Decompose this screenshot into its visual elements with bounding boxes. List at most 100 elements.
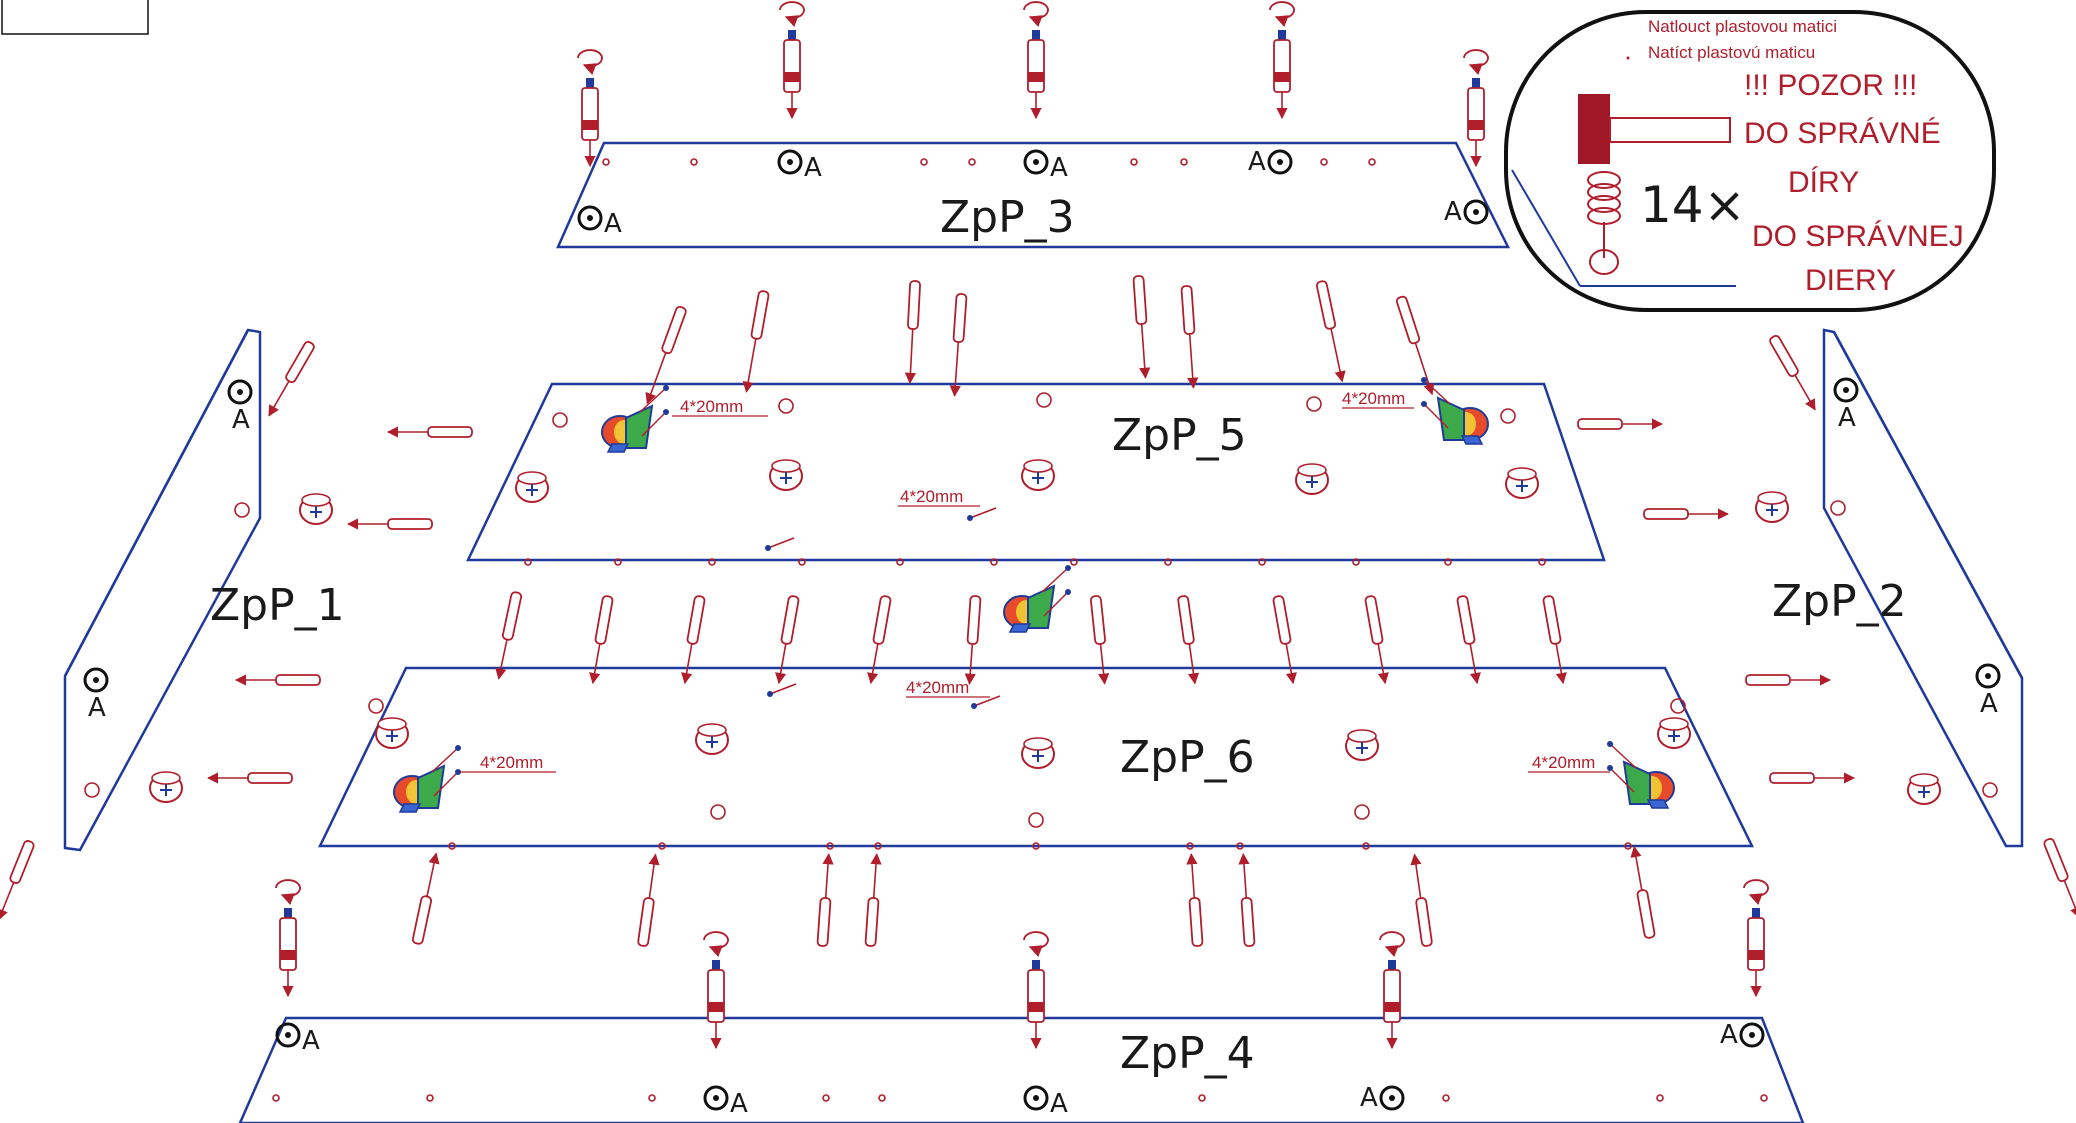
cam-bolt	[779, 1, 805, 120]
panel-label-zpp3: ZpP_3	[940, 192, 1075, 243]
panel-layer	[63, 141, 2024, 1123]
corner-bracket-icon	[1003, 565, 1071, 633]
drill-hole	[1444, 558, 1452, 566]
panel-zpp2-edge	[1832, 331, 2024, 679]
drill-hole	[968, 158, 976, 166]
hammer-icon	[1578, 94, 1731, 164]
drill-hole	[552, 412, 568, 428]
hole-a-label: A	[1050, 1089, 1068, 1119]
corner-bracket-icon	[1607, 741, 1675, 809]
hole-a-marker: A	[777, 149, 822, 183]
drill-hole	[1028, 812, 1044, 828]
wooden-dowel	[268, 341, 315, 417]
drill-hole	[710, 804, 726, 820]
wooden-dowel	[1238, 853, 1256, 947]
hole-a-label: A	[88, 693, 106, 723]
drill-hole	[1362, 842, 1370, 850]
drill-hole	[826, 842, 834, 850]
drill-hole	[1186, 842, 1194, 850]
wooden-dowel	[1132, 275, 1151, 379]
hole-a-marker: A	[227, 379, 253, 435]
drill-hole	[1036, 392, 1052, 408]
hole-a-label: A	[302, 1026, 320, 1056]
wooden-dowel	[346, 518, 433, 530]
wooden-dowel	[1769, 335, 1816, 411]
hole-a-marker: A	[1720, 1020, 1765, 1050]
wooden-dowel	[775, 595, 800, 685]
cam-lock	[515, 471, 549, 503]
screw-head	[967, 515, 973, 521]
hole-a-marker: A	[83, 667, 109, 723]
screw	[767, 537, 795, 549]
wooden-dowel	[1315, 280, 1346, 383]
cam-lock	[1021, 737, 1055, 769]
drill-hole	[658, 842, 666, 850]
drill-hole	[234, 502, 250, 518]
drill-hole	[1306, 396, 1322, 412]
drill-hole	[1830, 500, 1846, 516]
wooden-dowel	[1180, 285, 1199, 389]
dimension-callouts	[460, 407, 1610, 773]
screw-head	[971, 703, 977, 709]
wooden-dowel	[1272, 595, 1297, 685]
drill-hole	[1656, 1094, 1664, 1102]
cam-lock	[1345, 729, 1379, 761]
hole-a-label: A	[1980, 689, 1998, 719]
drill-hole	[426, 1094, 434, 1102]
wooden-dowel	[1395, 295, 1435, 396]
cam-lock	[1907, 773, 1941, 805]
drill-hole	[1352, 558, 1360, 566]
cam-bolt	[275, 879, 301, 998]
panel-label-zpp6: ZpP_6	[1120, 732, 1255, 783]
drill-hole	[1180, 158, 1188, 166]
cam-bolt	[703, 931, 729, 1050]
hole-a-label: A	[1050, 153, 1068, 183]
wooden-dowel	[206, 772, 293, 784]
hole-a-label: A	[804, 153, 822, 183]
cam-bolt	[1023, 931, 1049, 1050]
wooden-dowel	[637, 853, 660, 947]
cam-bolt	[1269, 1, 1295, 120]
cam-lock	[149, 771, 183, 803]
hole-a-marker: A	[1023, 149, 1068, 183]
wooden-dowel	[867, 595, 892, 685]
drill-hole	[896, 558, 904, 566]
dimension-label: 4*20mm	[480, 753, 543, 772]
drill-hole	[1070, 558, 1078, 566]
drill-hole	[602, 158, 610, 166]
warning-title: !!! POZOR !!!	[1744, 69, 1917, 102]
dimension-label: 4*20mm	[680, 397, 743, 416]
hole-a-label: A	[730, 1089, 748, 1119]
wooden-dowel	[386, 426, 473, 438]
cam-lock	[375, 717, 409, 749]
wooden-dowel	[904, 280, 921, 385]
callout-line-1: Natlouct plastovou matici	[1648, 17, 1837, 36]
drill-hole	[1442, 1094, 1450, 1102]
drill-hole	[1670, 698, 1686, 714]
hole-a-label: A	[1360, 1083, 1378, 1113]
screw-head	[765, 545, 771, 551]
callout-line-2: Natíct plastovú maticu	[1648, 43, 1815, 62]
cam-bolt	[1743, 879, 1769, 998]
cam-bolt	[1463, 49, 1489, 168]
drill-hole	[1354, 804, 1370, 820]
nut-count: 14×	[1640, 176, 1746, 234]
hole-a-label: A	[1838, 403, 1856, 433]
wooden-dowel	[1769, 772, 1856, 784]
drill-hole	[878, 1094, 886, 1102]
drill-hole	[778, 398, 794, 414]
hole-a-marker: A	[703, 1085, 748, 1119]
drill-hole	[272, 1094, 280, 1102]
wooden-dowel	[949, 293, 968, 397]
drill-hole	[690, 158, 698, 166]
dimension-label: 4*20mm	[900, 487, 963, 506]
drill-hole	[920, 158, 928, 166]
screw	[769, 683, 797, 695]
screw	[973, 695, 1001, 707]
wooden-dowel	[234, 674, 321, 686]
drill-hole	[524, 558, 532, 566]
hole-a-marker: A	[1444, 197, 1489, 227]
drill-hole	[1760, 1094, 1768, 1102]
hole-a-marker: A	[1248, 147, 1293, 177]
